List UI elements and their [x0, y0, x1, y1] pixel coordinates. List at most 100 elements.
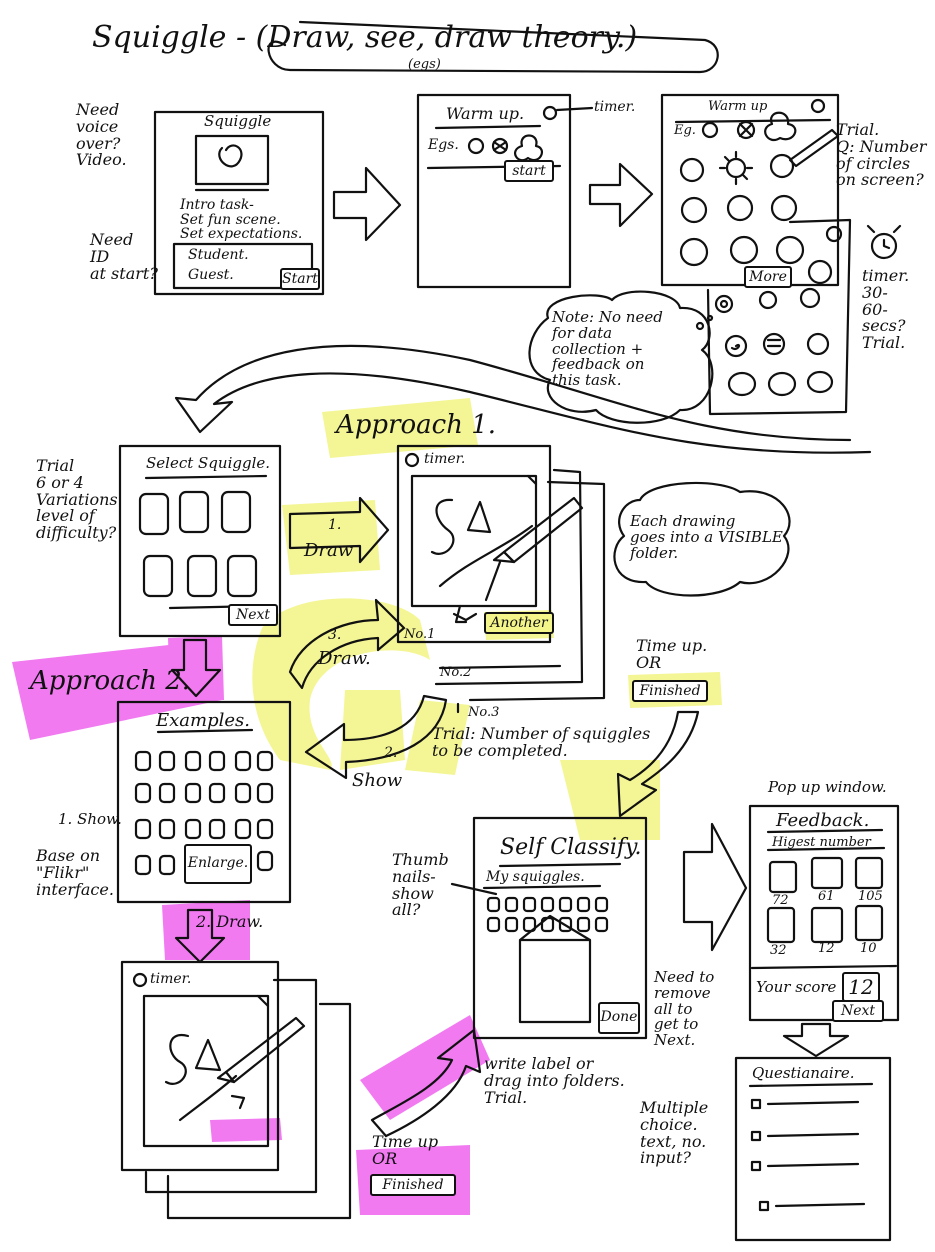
draw2-screen-3	[166, 1002, 352, 1220]
approach1-label: Approach 1.	[336, 410, 497, 440]
screen-no2: No.2	[440, 665, 472, 680]
drawing-canvas	[410, 474, 538, 608]
thumbnails-note: Thumb nails- show all?	[392, 850, 449, 920]
egs-smiley-icon	[467, 137, 485, 155]
trial-squiggles-note: Trial: Number of squiggles to be complet…	[432, 724, 651, 760]
your-score-label: Your score	[756, 978, 837, 996]
note-bubble-text: Note: No need for data collection + feed…	[552, 308, 663, 389]
draw3-label: Draw.	[318, 648, 371, 669]
egs-flower-icon	[514, 134, 543, 162]
folder-shape	[518, 914, 592, 1024]
feedback-score-1: 72	[772, 893, 789, 908]
drawing-screen-3	[468, 480, 606, 702]
example-thumbnails	[134, 750, 274, 876]
feedback-title: Feedback.	[776, 810, 870, 831]
my-squiggles-label: My squiggles.	[486, 869, 585, 885]
arrow-feedback-to-questionnaire	[782, 1022, 850, 1058]
draw1-label: Draw	[304, 540, 354, 561]
self-classify-title: Self Classify.	[500, 835, 642, 860]
questionnaire-title: Questianaire.	[752, 1064, 855, 1082]
classify-done-button[interactable]: Done	[598, 1002, 640, 1034]
note-id-at-start: Need ID at start?	[90, 230, 158, 283]
screen-no1: No.1	[404, 627, 436, 642]
arrow-show-2	[304, 694, 448, 780]
warmup1-timer-note: timer.	[594, 99, 636, 115]
note-voiceover: Need voice over? Video.	[76, 100, 127, 170]
trial-variations-note: Trial 6 or 4 Variations level of difficu…	[36, 456, 118, 543]
select-next-button[interactable]: Next	[228, 604, 278, 626]
feedback-screen	[748, 804, 900, 1022]
flow-arrow-curve	[174, 344, 872, 454]
page-title: Squiggle - (Draw, see, draw theory.)	[92, 20, 638, 55]
examples-screen	[116, 700, 292, 904]
questionnaire-rows	[750, 1098, 866, 1212]
classify-thumbnails	[486, 896, 609, 933]
draw2-canvas	[142, 994, 270, 1148]
option-student[interactable]: Student.	[188, 247, 249, 263]
arrow-draw2-to-classify	[370, 1028, 482, 1138]
select-squiggle-title: Select Squiggle.	[146, 454, 271, 472]
intro-notes: Intro task- Set fun scene. Set expectati…	[180, 197, 303, 243]
intro-title: Squiggle	[204, 112, 272, 130]
alarm-clock-icon	[870, 232, 898, 260]
time-up-note-a2: Time up OR	[372, 1132, 439, 1168]
self-classify-screen	[472, 816, 648, 1040]
warmup1-start-button[interactable]: start	[504, 160, 554, 182]
intro-start-button[interactable]: Start	[280, 268, 320, 290]
write-label-note: write label or drag into folders. Trial.	[484, 1054, 625, 1107]
title-bracket	[267, 20, 719, 74]
select-squiggle-screen	[118, 444, 282, 638]
another-button[interactable]: Another	[484, 612, 554, 634]
approach2-timer: timer.	[150, 971, 192, 987]
arrow-classify-to-feedback	[682, 822, 748, 952]
questionnaire-note: Multiple choice. text, no. input?	[640, 1098, 709, 1168]
arrow-select-to-examples	[170, 638, 222, 698]
warmup2-title: Warm up	[708, 99, 768, 114]
arrow-examples-to-draw	[174, 908, 226, 964]
pencil-icon	[788, 128, 840, 168]
step1-number: 1.	[328, 517, 342, 533]
finished-button-a1[interactable]: Finished	[632, 680, 708, 702]
warmup2-smiley-icon	[701, 121, 719, 139]
finished-button-a2[interactable]: Finished	[370, 1174, 456, 1196]
visible-folder-note: Each drawing goes into a VISIBLE folder.	[630, 512, 783, 562]
warmup1-timer-icon	[542, 105, 558, 121]
step2-number: 2.	[384, 745, 398, 761]
step3-number: 3.	[328, 627, 342, 643]
flickr-note: Base on "Flikr" interface.	[36, 846, 114, 899]
squiggle-doodle	[430, 498, 455, 555]
egs-ball-icon	[491, 137, 509, 155]
arrow-finished-to-classify	[616, 710, 700, 818]
warmup3-screen	[706, 218, 852, 416]
warmup1-title: Warm up.	[446, 104, 525, 123]
arrow-intro-to-warmup	[332, 166, 402, 242]
warmup2-flower-icon	[764, 111, 797, 141]
enlarge-button[interactable]: Enlarge.	[184, 844, 252, 884]
feedback-thumbnails	[766, 856, 884, 944]
examples-title: Examples.	[156, 710, 250, 731]
title-subnote: (egs)	[408, 57, 441, 72]
feedback-score-5: 12	[818, 941, 835, 956]
draw2-squiggle-doodle	[164, 1033, 190, 1085]
feedback-next-button[interactable]: Next	[832, 1000, 884, 1022]
draw2-screen-2	[144, 978, 318, 1194]
feedback-score-2: 61	[818, 889, 835, 904]
intro-face-doodle	[218, 144, 243, 168]
feedback-score-3: 105	[858, 889, 883, 904]
warmup3-timer-note: timer. 30- 60- secs? Trial.	[862, 266, 910, 353]
feedback-subtitle: Higest number	[772, 835, 871, 850]
note-bubble	[528, 290, 714, 424]
show-note: 1. Show.	[58, 810, 122, 828]
intro-id-box	[172, 242, 314, 290]
warmup2-eg: Eg.	[674, 123, 696, 138]
time-up-note: Time up. OR	[636, 636, 708, 672]
approach1-timer: timer.	[424, 451, 466, 467]
intro-video	[194, 134, 270, 186]
approach2-label: Approach 2.	[30, 666, 191, 696]
warmup2-more-button[interactable]: More	[744, 266, 792, 288]
feedback-score-6: 10	[860, 941, 877, 956]
draw2-pencil-icon	[224, 1016, 306, 1084]
option-guest[interactable]: Guest.	[188, 267, 234, 283]
draw-note-a2: 2. Draw.	[196, 912, 264, 931]
